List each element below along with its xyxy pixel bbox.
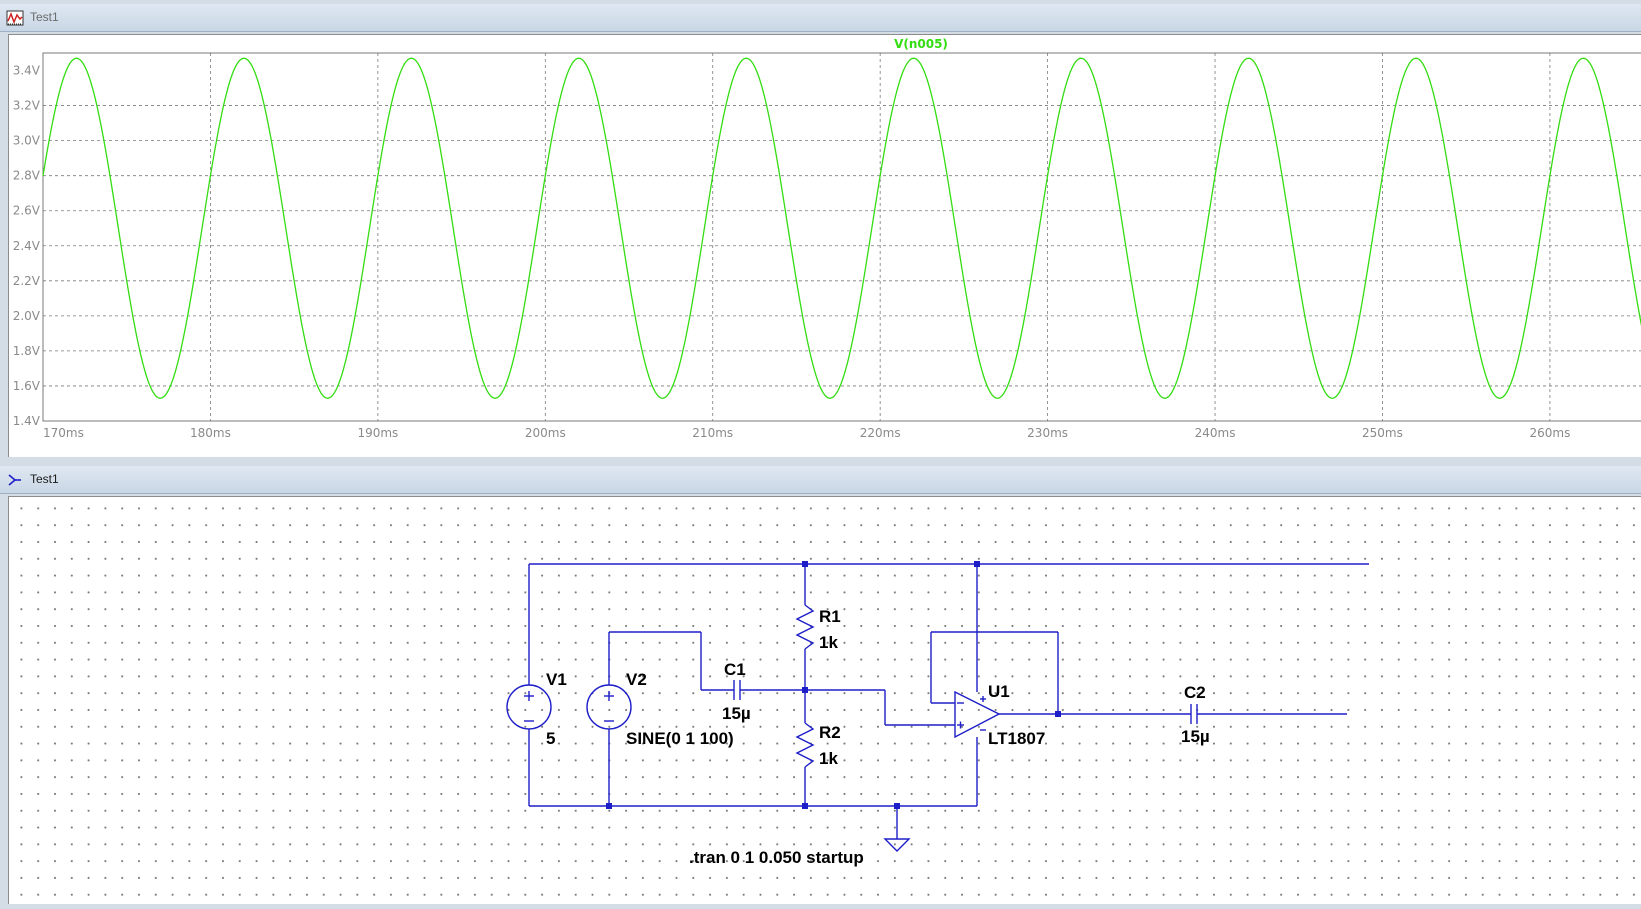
resistor-r1-symbol[interactable] [795, 604, 815, 650]
y-tick-label: 1.8V [13, 344, 41, 358]
capacitor-c1-symbol[interactable] [733, 680, 741, 700]
c2-value-label[interactable]: 15µ [1181, 727, 1210, 746]
waveform-plot-area[interactable]: V(n005) 3.4V 3.2V 3.0V 2.8V 2.6V 2.4V 2.2V 2.0V… [8, 34, 1641, 457]
ground-symbol[interactable] [883, 838, 911, 852]
y-axis-tick-labels: 3.4V 3.2V 3.0V 2.8V 2.6V 2.4V 2.2V 2.0V 1.8V 1.6V… [13, 64, 41, 428]
y-tick-label: 2.6V [13, 204, 41, 218]
wire-v2[interactable] [608, 631, 734, 806]
r2-value-label[interactable]: 1k [819, 749, 838, 768]
v2-name-label[interactable]: V2 [626, 670, 647, 689]
waveform-plot-icon [6, 10, 24, 26]
trace-label-v-n005[interactable]: V(n005) [894, 37, 948, 51]
y-tick-label: 2.4V [13, 239, 41, 253]
vertical-grid [210, 53, 1551, 421]
v1-value-label[interactable]: 5 [546, 729, 555, 748]
r1-name-label[interactable]: R1 [819, 607, 841, 626]
c1-value-label[interactable]: 15µ [722, 704, 751, 723]
x-axis-tick-labels: 170ms 180ms 190ms 200ms 210ms 220ms 230ms 240ms… [43, 426, 1570, 440]
wire-opamp[interactable] [930, 564, 1347, 806]
u1-value-label[interactable]: LT1807 [988, 729, 1045, 748]
resistor-r2-symbol[interactable] [795, 722, 815, 768]
x-tick-label: 210ms [692, 426, 733, 440]
y-tick-label: 2.8V [13, 169, 41, 183]
junction-dot [802, 561, 808, 567]
y-tick-label: 1.4V [13, 414, 41, 428]
schematic-editor-pane[interactable]: Test1 [0, 466, 1641, 904]
v1-name-label[interactable]: V1 [546, 670, 567, 689]
schematic-icon [8, 474, 21, 486]
junction-dot [1055, 711, 1061, 717]
schematic-drawing[interactable]: V1 5 V2 SINE(0 1 100) C1 15µ R1 1k R2 1k… [9, 497, 1641, 904]
r2-name-label[interactable]: R2 [819, 723, 841, 742]
schematic-window-titlebar[interactable]: Test1 [0, 466, 1641, 494]
x-tick-label: 220ms [860, 426, 901, 440]
u1-name-label[interactable]: U1 [988, 682, 1010, 701]
v2-value-label[interactable]: SINE(0 1 100) [626, 729, 734, 748]
waveform-chart[interactable]: V(n005) 3.4V 3.2V 3.0V 2.8V 2.6V 2.4V 2.2V 2.0V… [9, 35, 1641, 457]
horizontal-grid [43, 105, 1641, 387]
y-tick-label: 2.2V [13, 274, 41, 288]
spice-directive[interactable]: .tran 0 1 0.050 startup [689, 848, 864, 867]
junction-dots [606, 561, 1061, 809]
y-tick-label: 3.4V [13, 64, 41, 78]
voltage-source-v1-symbol[interactable] [506, 684, 552, 730]
c1-name-label[interactable]: C1 [724, 660, 746, 679]
x-tick-label: 180ms [190, 426, 231, 440]
schematic-canvas[interactable]: V1 5 V2 SINE(0 1 100) C1 15µ R1 1k R2 1k… [8, 496, 1641, 904]
trace-v-n005[interactable] [42, 57, 1641, 399]
y-tick-label: 3.2V [13, 99, 41, 113]
wire-divider[interactable] [740, 564, 955, 806]
y-tick-label: 2.0V [13, 309, 41, 323]
junction-dot [974, 561, 980, 567]
y-tick-label: 1.6V [13, 379, 41, 393]
junction-dot [802, 687, 808, 693]
capacitor-c2-symbol[interactable] [1190, 704, 1198, 724]
x-tick-label: 240ms [1195, 426, 1236, 440]
waveform-viewer-pane[interactable]: Test1 V(n005) 3.4V 3.2V 3.0V 2.8V 2.6V 2.4V 2.… [0, 4, 1641, 457]
junction-dot [894, 803, 900, 809]
plot-frame [42, 52, 1641, 422]
y-tick-label: 3.0V [13, 134, 41, 148]
junction-dot [802, 803, 808, 809]
waveform-window-title: Test1 [30, 10, 59, 24]
x-tick-label: 170ms [43, 426, 84, 440]
x-tick-label: 190ms [357, 426, 398, 440]
waveform-window-titlebar[interactable]: Test1 [0, 4, 1641, 32]
junction-dot [606, 803, 612, 809]
opamp-u1-symbol[interactable] [954, 690, 1001, 739]
schematic-window-title: Test1 [30, 472, 59, 486]
voltage-source-v2-symbol[interactable] [586, 684, 632, 730]
x-tick-label: 230ms [1027, 426, 1068, 440]
x-tick-label: 250ms [1362, 426, 1403, 440]
x-tick-label: 200ms [525, 426, 566, 440]
x-tick-label: 260ms [1529, 426, 1570, 440]
c2-name-label[interactable]: C2 [1184, 683, 1206, 702]
r1-value-label[interactable]: 1k [819, 633, 838, 652]
